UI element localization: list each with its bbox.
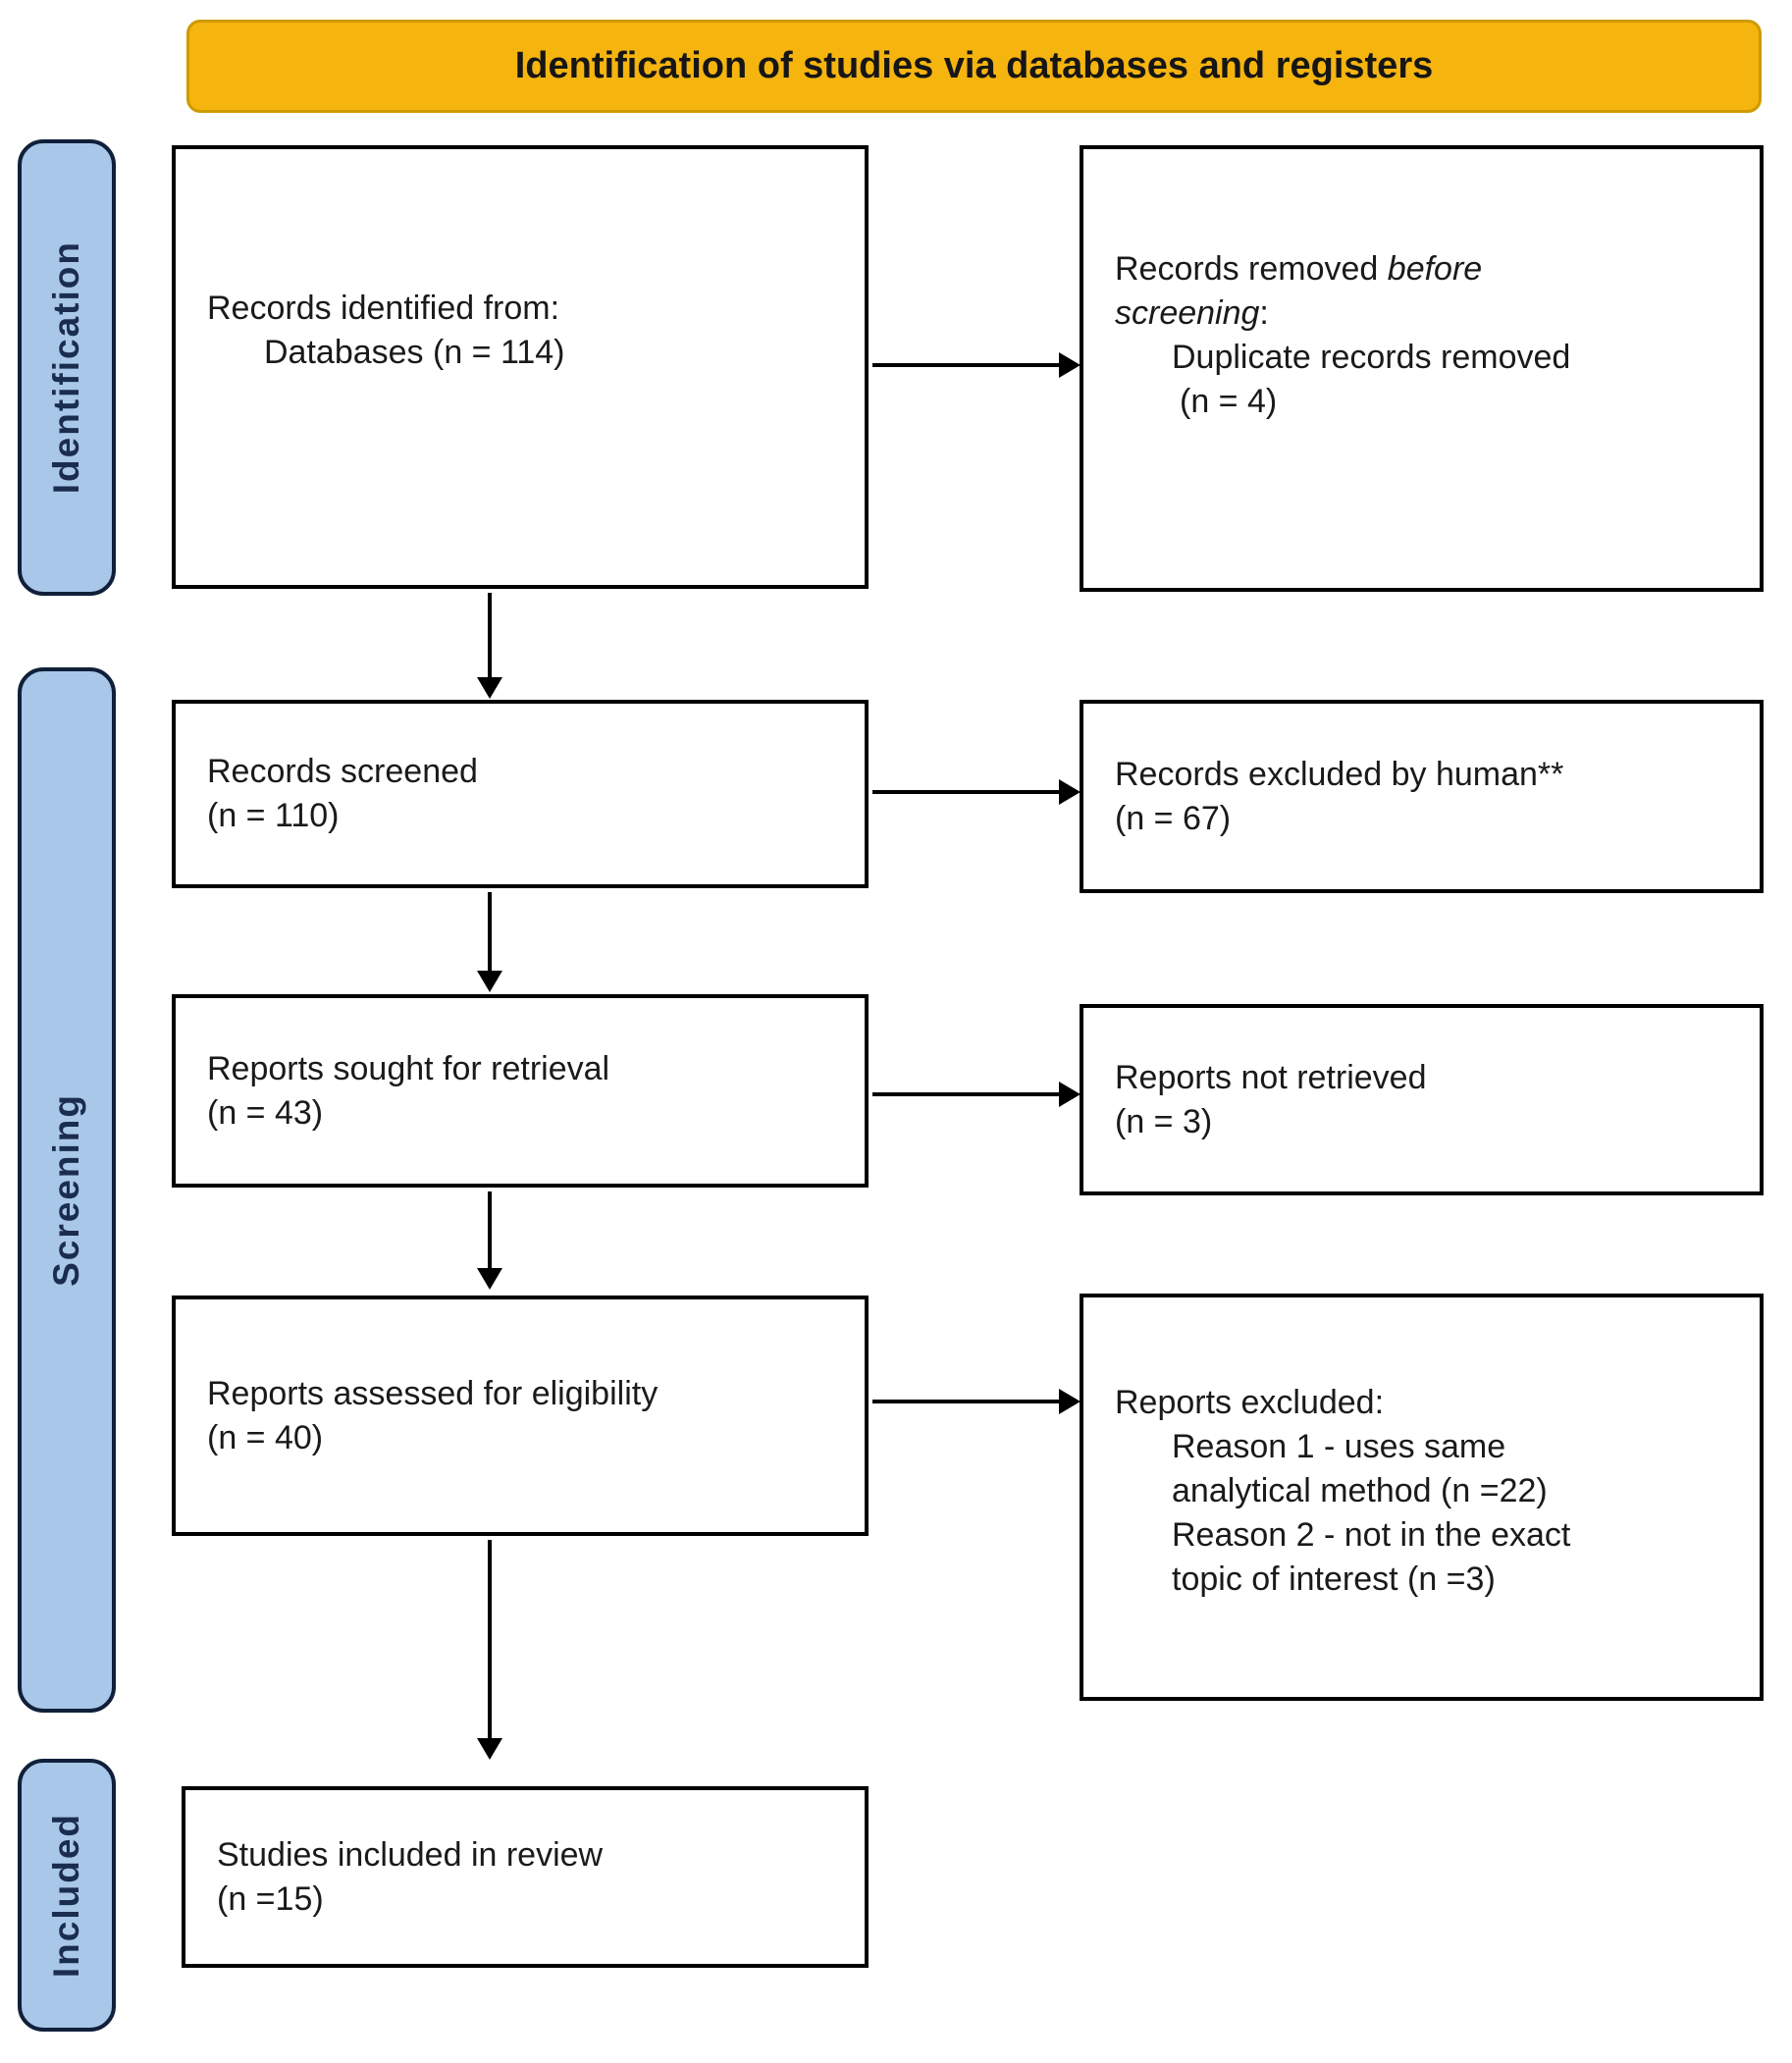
text-line: Databases (n = 114) bbox=[264, 333, 565, 371]
text-line: Reason 2 - not in the exact bbox=[1172, 1515, 1571, 1554]
arrow-line bbox=[872, 1400, 1059, 1403]
text-line: (n = 3) bbox=[1115, 1102, 1213, 1140]
text-segment-italic: before bbox=[1387, 250, 1483, 288]
text-line: (n = 110) bbox=[207, 797, 340, 834]
arrow-head bbox=[1059, 1389, 1080, 1414]
text-line: (n = 67) bbox=[1115, 799, 1232, 837]
text-line: (n = 43) bbox=[207, 1093, 324, 1132]
text-line: (n =15) bbox=[217, 1879, 324, 1918]
arrow-head bbox=[1059, 352, 1080, 378]
text-line: Records screened bbox=[207, 753, 478, 791]
box-reports-sought: Reports sought for retrieval (n = 43) bbox=[172, 994, 869, 1188]
text-line: Records excluded by human** bbox=[1115, 755, 1564, 793]
box-reports-assessed: Reports assessed for eligibility (n = 40… bbox=[172, 1296, 869, 1536]
text-line: Reason 1 - uses same bbox=[1172, 1427, 1506, 1465]
text-line: topic of interest (n =3) bbox=[1172, 1560, 1496, 1598]
sidebar-label-text: Identification bbox=[46, 240, 86, 495]
text-line: (n = 40) bbox=[207, 1418, 324, 1456]
banner: Identification of studies via databases … bbox=[186, 20, 1762, 113]
text-line: screening: bbox=[1115, 291, 1742, 336]
banner-title: Identification of studies via databases … bbox=[514, 45, 1434, 86]
sidebar-label-identification: Identification bbox=[18, 139, 116, 596]
sidebar-label-text: Screening bbox=[46, 1093, 86, 1287]
arrow-line bbox=[488, 1191, 492, 1268]
arrow-line bbox=[488, 1540, 492, 1738]
arrow-head bbox=[477, 1738, 502, 1760]
arrow-head bbox=[1059, 1082, 1080, 1107]
text-line: Reports assessed for eligibility bbox=[207, 1374, 659, 1412]
box-records-removed: Records removed before screening: Duplic… bbox=[1080, 145, 1764, 592]
arrow-line bbox=[872, 1092, 1059, 1096]
box-records-screened: Records screened (n = 110) bbox=[172, 700, 869, 888]
text-segment: : bbox=[1259, 293, 1269, 332]
text-line: (n = 4) bbox=[1180, 382, 1278, 420]
arrow-line bbox=[872, 790, 1059, 794]
arrow-head bbox=[477, 677, 502, 699]
sidebar-label-text: Included bbox=[46, 1812, 86, 1979]
sidebar-label-screening: Screening bbox=[18, 667, 116, 1713]
arrow-line bbox=[872, 363, 1059, 367]
text-segment: Records removed bbox=[1115, 250, 1388, 288]
text-line: Duplicate records removed bbox=[1172, 338, 1571, 376]
box-studies-included: Studies included in review (n =15) bbox=[182, 1786, 869, 1968]
text-line: Reports not retrieved bbox=[1115, 1058, 1427, 1096]
box-records-identified: Records identified from: Databases (n = … bbox=[172, 145, 869, 589]
text-line: Reports sought for retrieval bbox=[207, 1049, 610, 1087]
text-line: Studies included in review bbox=[217, 1835, 604, 1874]
text-segment-italic: screening bbox=[1115, 293, 1260, 332]
text-line: Records removed before bbox=[1115, 247, 1742, 291]
box-reports-not-retrieved: Reports not retrieved (n = 3) bbox=[1080, 1004, 1764, 1195]
text-line: analytical method (n =22) bbox=[1172, 1471, 1548, 1509]
arrow-head bbox=[477, 971, 502, 992]
text-line: Records identified from: bbox=[207, 290, 560, 327]
box-records-excluded: Records excluded by human** (n = 67) bbox=[1080, 700, 1764, 893]
arrow-line bbox=[488, 593, 492, 677]
text-line: Reports excluded: bbox=[1115, 1384, 1385, 1421]
arrow-head bbox=[477, 1268, 502, 1290]
arrow-head bbox=[1059, 779, 1080, 805]
arrow-line bbox=[488, 892, 492, 971]
box-reports-excluded-reasons: Reports excluded: Reason 1 - uses same a… bbox=[1080, 1294, 1764, 1701]
sidebar-label-included: Included bbox=[18, 1759, 116, 2032]
